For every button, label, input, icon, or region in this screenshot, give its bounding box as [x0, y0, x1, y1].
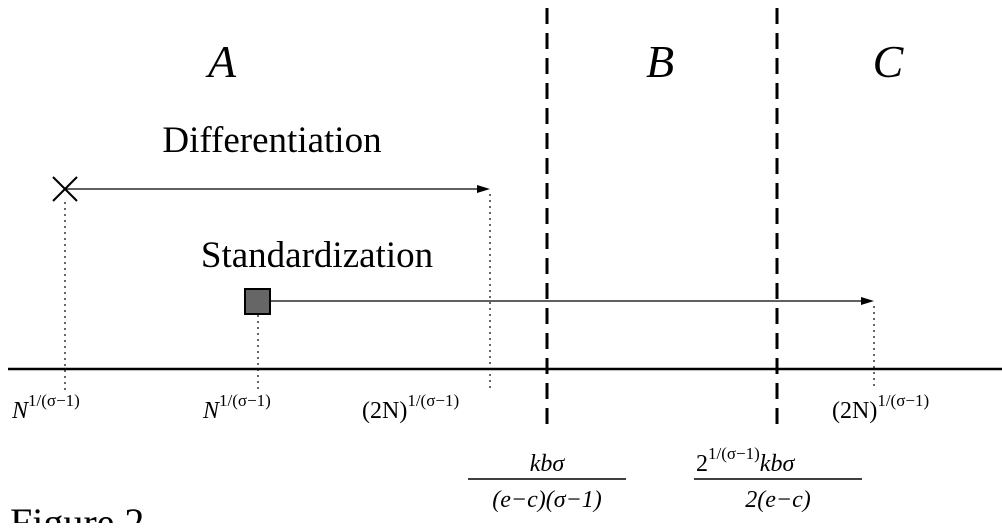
region-a-label: A — [205, 36, 237, 87]
threshold-2-fraction: 21/(σ−1)kbσ 2(e−c) — [694, 444, 862, 513]
filled-square-icon — [244, 288, 271, 315]
threshold-2-numerator: 21/(σ−1)kbσ — [696, 444, 795, 477]
differentiation-arrowhead-icon — [477, 185, 490, 193]
axis-label-diff-end: (2N)1/(σ−1) — [362, 391, 459, 424]
axis-label-std-start: N1/(σ−1) — [202, 391, 271, 424]
threshold-1-fraction: kbσ (e−c)(σ−1) — [468, 451, 626, 513]
axis-label-diff-start: N1/(σ−1) — [11, 391, 80, 424]
axis-label-std-end: (2N)1/(σ−1) — [832, 391, 929, 424]
threshold-2-denominator: 2(e−c) — [745, 487, 810, 513]
standardization-arrowhead-icon — [861, 297, 874, 305]
threshold-1-numerator: kbσ — [530, 451, 566, 477]
region-c-label: C — [873, 36, 905, 87]
threshold-1-denominator: (e−c)(σ−1) — [492, 487, 602, 513]
differentiation-label: Differentiation — [162, 120, 381, 161]
standardization-label: Standardization — [201, 235, 433, 276]
region-b-label: B — [646, 36, 674, 87]
figure-caption: Figure 2 — [10, 500, 144, 523]
